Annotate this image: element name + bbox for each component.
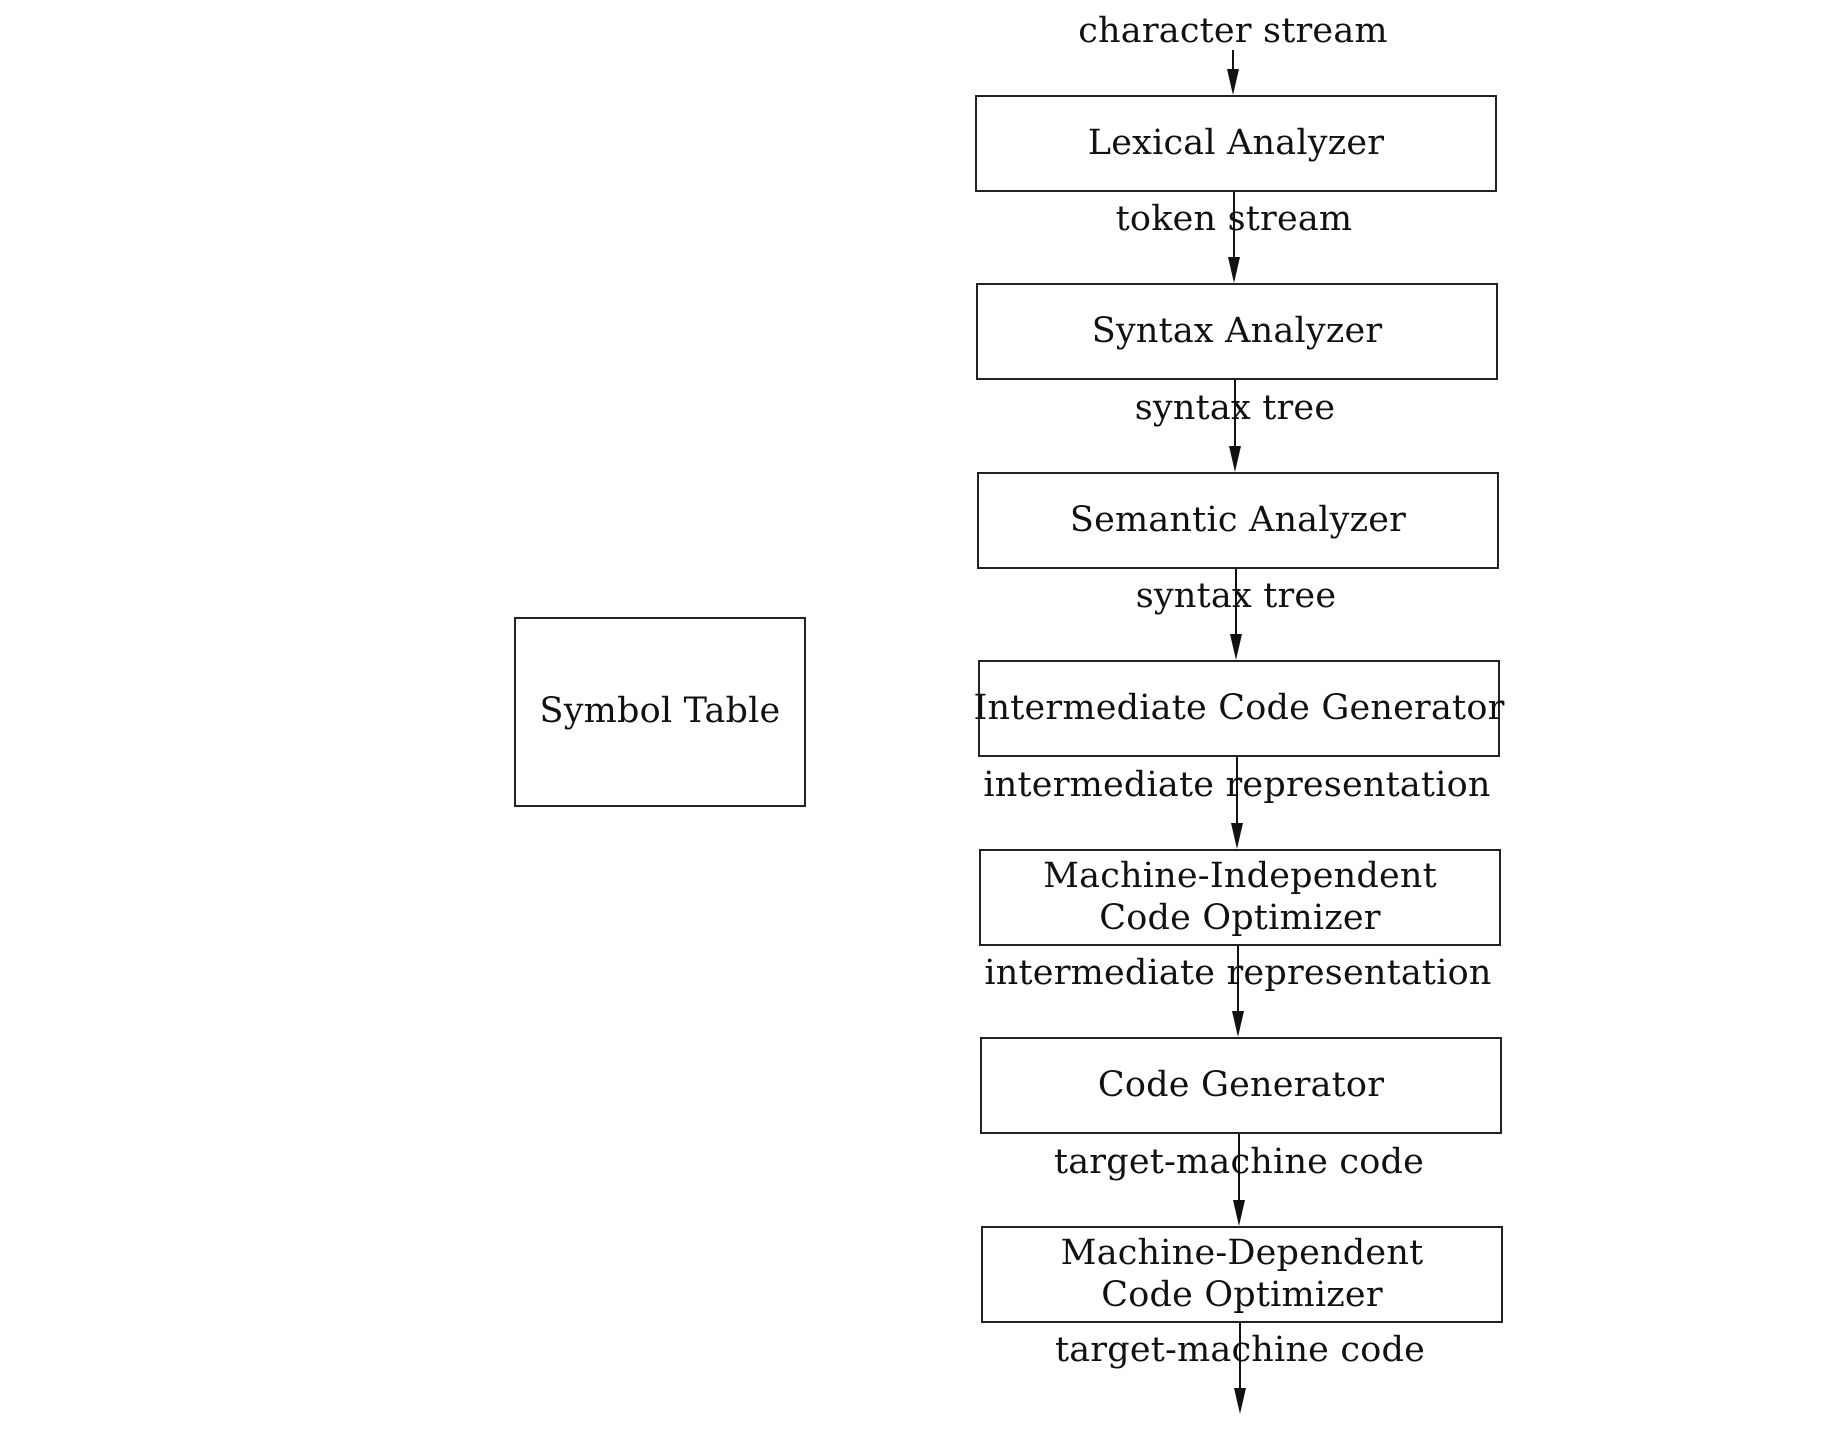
arrowhead-icon xyxy=(1229,446,1241,472)
machine-dependent-optimizer-box: Machine-Dependent Code Optimizer xyxy=(981,1226,1503,1323)
flow-label-token-stream: token stream xyxy=(1115,199,1353,239)
machine-dependent-optimizer-line-2: Code Optimizer xyxy=(1101,1274,1383,1315)
flow-label-intermediate-representation-1: intermediate representation xyxy=(983,765,1491,805)
machine-independent-optimizer-label: Machine-Independent Code Optimizer xyxy=(1043,856,1437,939)
lexical-analyzer-label: Lexical Analyzer xyxy=(1087,122,1385,163)
arrowhead-icon xyxy=(1234,1388,1246,1414)
intermediate-code-generator-label: Intermediate Code Generator xyxy=(973,687,1505,728)
arrowhead-icon xyxy=(1230,634,1242,660)
code-generator-box: Code Generator xyxy=(980,1037,1502,1134)
symbol-table-label: Symbol Table xyxy=(539,691,781,732)
syntax-analyzer-box: Syntax Analyzer xyxy=(976,283,1498,380)
arrowhead-icon xyxy=(1233,1200,1245,1226)
flow-label-character-stream: character stream xyxy=(1078,11,1388,51)
arrowhead-icon xyxy=(1227,69,1239,95)
machine-independent-optimizer-box: Machine-Independent Code Optimizer xyxy=(979,849,1501,946)
machine-independent-optimizer-line-2: Code Optimizer xyxy=(1099,897,1381,938)
symbol-table-box: Symbol Table xyxy=(514,617,806,807)
intermediate-code-generator-box: Intermediate Code Generator xyxy=(973,660,1504,757)
arrowhead-icon xyxy=(1232,1011,1244,1037)
arrowhead-icon xyxy=(1228,257,1240,283)
lexical-analyzer-box: Lexical Analyzer xyxy=(975,95,1497,192)
flow-label-syntax-tree-1: syntax tree xyxy=(1134,388,1336,428)
syntax-analyzer-label: Syntax Analyzer xyxy=(1091,310,1383,351)
machine-dependent-optimizer-label: Machine-Dependent Code Optimizer xyxy=(1061,1233,1424,1316)
semantic-analyzer-label: Semantic Analyzer xyxy=(1069,499,1407,540)
arrowhead-icon xyxy=(1231,823,1243,849)
flow-label-intermediate-representation-2: intermediate representation xyxy=(984,953,1492,993)
machine-independent-optimizer-line-1: Machine-Independent xyxy=(1043,856,1437,897)
flow-label-target-machine-code-1: target-machine code xyxy=(1053,1142,1425,1182)
flow-label-syntax-tree-2: syntax tree xyxy=(1135,576,1337,616)
machine-dependent-optimizer-line-1: Machine-Dependent xyxy=(1060,1233,1424,1274)
semantic-analyzer-box: Semantic Analyzer xyxy=(977,472,1499,569)
flow-label-target-machine-code-2: target-machine code xyxy=(1054,1330,1426,1370)
code-generator-label: Code Generator xyxy=(1097,1064,1385,1105)
